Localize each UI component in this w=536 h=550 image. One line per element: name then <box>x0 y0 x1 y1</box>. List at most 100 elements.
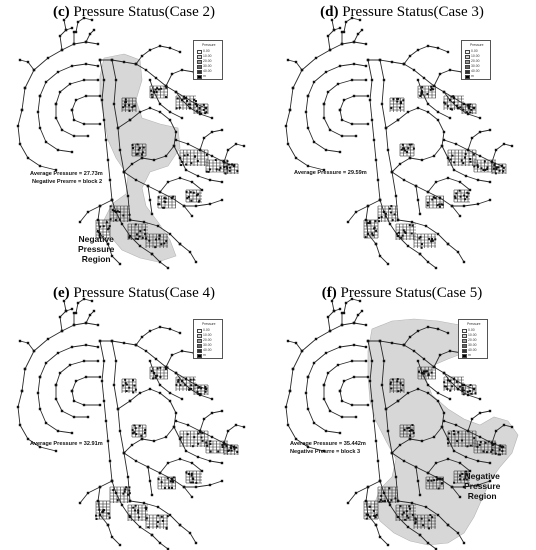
junction-node <box>442 411 446 415</box>
junction-node <box>150 493 154 497</box>
junction-node <box>182 204 186 208</box>
junction-node <box>380 383 384 387</box>
pipe-segment <box>397 107 445 161</box>
pipe-segment <box>100 59 137 65</box>
junction-node <box>96 323 100 327</box>
legend-swatch <box>197 49 202 55</box>
junction-node <box>454 423 458 427</box>
junction-node <box>446 156 450 160</box>
legend-label: 0.00 <box>468 328 475 332</box>
junction-node <box>170 196 174 200</box>
junction-node <box>328 409 332 413</box>
junction-node <box>172 144 176 148</box>
junction-node <box>342 311 346 315</box>
pipe-segment <box>135 63 207 109</box>
junction-node <box>472 387 476 391</box>
junction-node <box>394 475 398 479</box>
panel-letter: (d) <box>320 4 339 20</box>
junction-node <box>372 419 376 423</box>
junction-node <box>54 168 58 172</box>
junction-node <box>62 18 66 22</box>
junction-node <box>74 98 78 102</box>
junction-node <box>220 180 224 184</box>
junction-node <box>158 102 162 106</box>
pipe-segment <box>331 300 335 312</box>
legend-swatch <box>197 328 202 334</box>
junction-node <box>356 313 360 317</box>
pipe-segment <box>433 350 463 368</box>
pipe-segment <box>99 59 113 201</box>
junction-node <box>396 399 400 403</box>
junction-node <box>178 331 182 335</box>
legend-label: m <box>468 353 471 357</box>
junction-node <box>98 58 102 62</box>
junction-node <box>158 541 162 545</box>
junction-node <box>74 30 78 34</box>
junction-node <box>378 198 382 202</box>
junction-node <box>84 62 88 66</box>
legend-entry: 30.00 <box>197 64 223 70</box>
pipe-cluster <box>109 205 131 222</box>
junction-node <box>476 202 480 206</box>
pipe-segment <box>223 143 245 163</box>
junction-node <box>416 48 420 52</box>
legend-label: 10.00 <box>203 333 212 337</box>
legend-label: 30.00 <box>468 343 477 347</box>
junction-node <box>368 379 372 383</box>
junction-node <box>488 128 492 132</box>
junction-node <box>38 164 42 168</box>
junction-node <box>328 329 332 333</box>
junction-node <box>158 44 162 48</box>
legend-entry: 0.00 <box>462 328 488 334</box>
legend-swatch <box>197 54 202 60</box>
junction-node <box>38 375 42 379</box>
junction-node <box>332 309 336 313</box>
pipe-segment <box>111 340 131 502</box>
junction-node <box>462 541 466 545</box>
junction-node <box>18 58 22 62</box>
junction-node <box>180 379 184 383</box>
junction-node <box>426 102 430 106</box>
junction-node <box>370 118 374 122</box>
junction-node <box>210 130 214 134</box>
junction-node <box>352 343 356 347</box>
legend-label: 0.00 <box>471 49 478 53</box>
junction-node <box>108 178 112 182</box>
junction-node <box>116 407 120 411</box>
legend-swatch <box>465 59 470 65</box>
junction-node <box>226 429 230 433</box>
pipe-cluster <box>395 223 416 240</box>
junction-node <box>96 499 100 503</box>
junction-node <box>54 383 58 387</box>
pipe-cluster <box>185 470 202 484</box>
junction-node <box>476 483 480 487</box>
pipe-segment <box>173 426 223 464</box>
pipe-segment <box>305 95 341 153</box>
junction-node <box>208 202 212 206</box>
junction-node <box>436 46 440 50</box>
junction-node <box>424 224 428 228</box>
pipe-cluster <box>453 470 470 484</box>
junction-node <box>326 371 330 375</box>
junction-node <box>96 345 100 349</box>
average-pressure: Average Pressure = 29.59m <box>294 170 367 176</box>
junction-node <box>194 102 198 106</box>
junction-node <box>70 108 74 112</box>
junction-node <box>174 130 178 134</box>
junction-node <box>166 547 170 550</box>
junction-node <box>60 329 64 333</box>
junction-node <box>440 425 444 429</box>
junction-node <box>370 78 374 82</box>
legend-label: 40.00 <box>468 348 477 352</box>
pipe-segment <box>452 480 491 488</box>
junction-node <box>294 437 298 441</box>
pipe-segment <box>17 109 57 171</box>
junction-node <box>140 437 144 441</box>
junction-node <box>102 399 106 403</box>
junction-node <box>54 102 58 106</box>
junction-node <box>454 142 458 146</box>
junction-node <box>208 483 212 487</box>
junction-node <box>168 399 172 403</box>
junction-node <box>106 439 110 443</box>
junction-node <box>148 106 152 110</box>
